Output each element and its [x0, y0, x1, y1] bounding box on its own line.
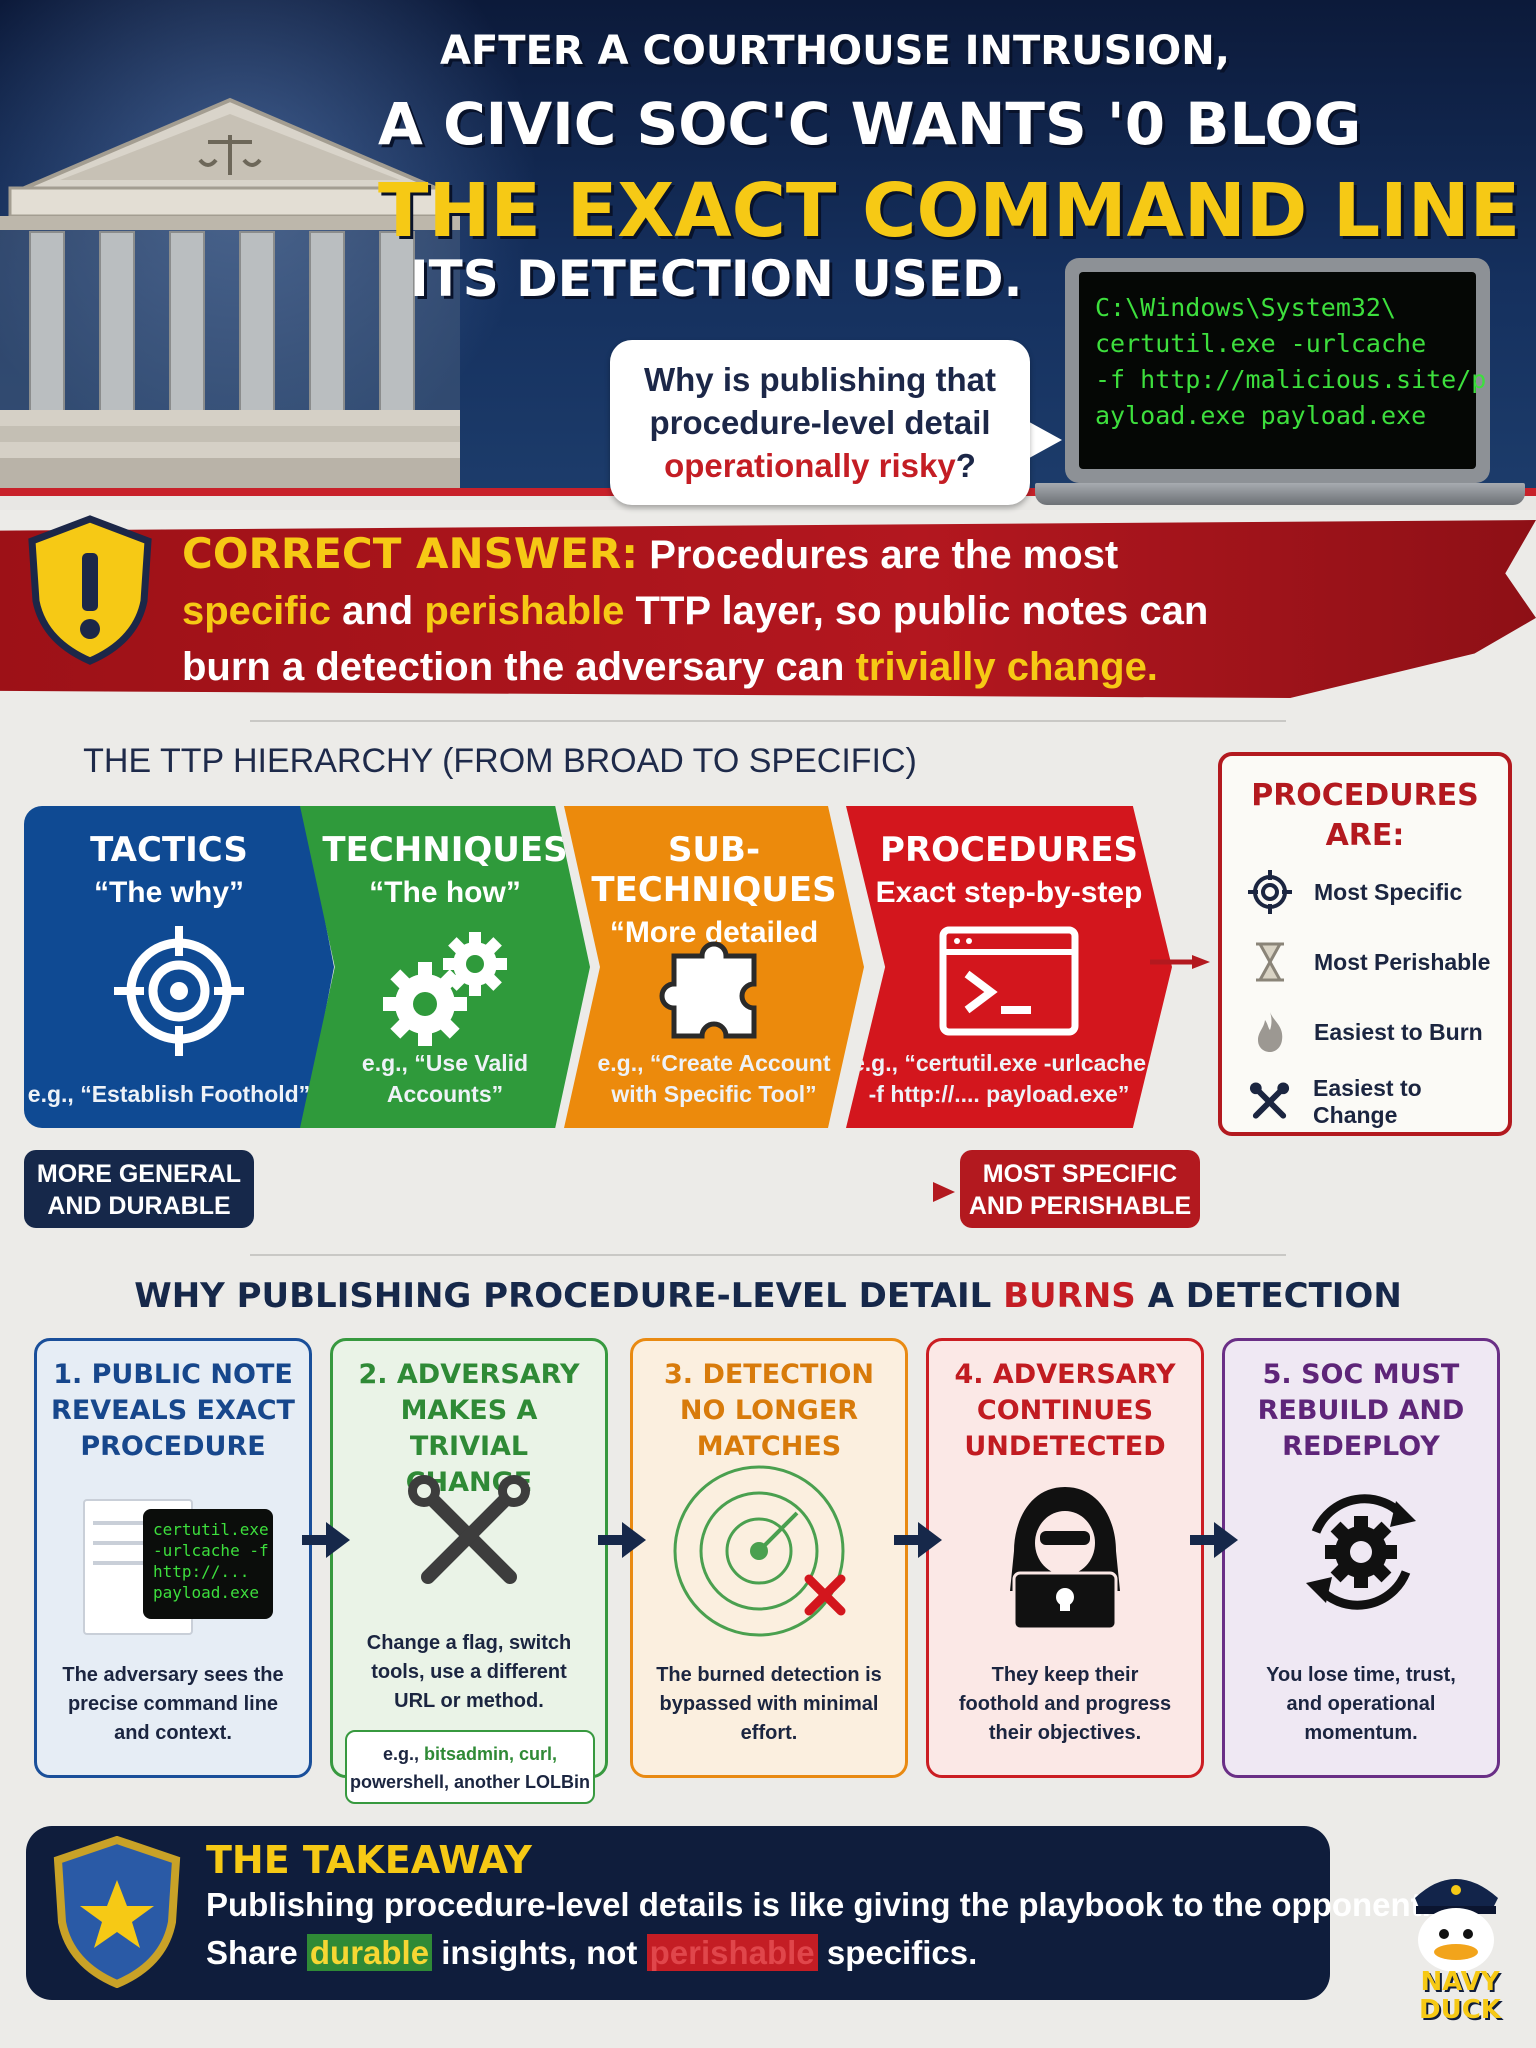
more-general-label: MORE GENERAL AND DURABLE	[24, 1150, 254, 1228]
item-easiest-to-change: Easiest to Change	[1248, 1075, 1508, 1128]
arrow-right-icon	[1150, 955, 1210, 969]
step-2-card: 2. ADVERSARY MAKES A TRIVIAL CHANGE Chan…	[330, 1338, 608, 1778]
warning-shield-icon	[28, 515, 152, 665]
headline-line-1: AFTER A COURTHOUSE INTRUSION,	[440, 28, 1230, 74]
wrench-screwdriver-icon	[408, 1475, 530, 1584]
question-mark: ?	[955, 447, 976, 484]
why-title: WHY PUBLISHING PROCEDURE-LEVEL DETAIL BU…	[134, 1276, 1402, 1316]
gears-icon	[383, 932, 507, 1046]
brand-label: NAVY DUCK	[1419, 1967, 1501, 2025]
question-risk-highlight: operationally risky	[664, 447, 956, 484]
headline-line-3: THE EXACT COMMAND LINE	[378, 168, 1521, 254]
spectrum-arrow-icon	[265, 1182, 955, 1202]
step-5-card: 5. SOC MUST REBUILD AND REDEPLOY You los…	[1222, 1338, 1500, 1778]
step-arrow-icon	[1190, 1522, 1238, 1558]
sub-techniques-card: SUB-TECHNIQUES “More detailed how” e.g.,…	[564, 806, 864, 1128]
takeaway-line-1: Publishing procedure-level details is li…	[206, 1886, 1431, 1923]
alternative-tools-note: e.g., bitsadmin, curl, powershell, anoth…	[345, 1730, 595, 1804]
procedures-card: PROCEDURES Exact step-by-step e.g., “cer…	[846, 806, 1172, 1128]
terminal-window-icon	[939, 926, 1079, 1036]
step-arrow-icon	[598, 1522, 646, 1558]
highlight-durable: durable	[306, 1934, 433, 1971]
hourglass-icon	[1256, 942, 1284, 982]
tools-icon	[1249, 1082, 1290, 1119]
star-shield-icon	[53, 1836, 181, 1988]
takeaway-line-2: Share durable insights, not perishable s…	[206, 1934, 978, 1971]
item-most-perishable: Most Perishable	[1248, 938, 1490, 986]
crosshair-icon	[1248, 870, 1292, 914]
hooded-hacker-icon	[1010, 1487, 1120, 1631]
step-1-card: 1. PUBLIC NOTE REVEALS EXACT PROCEDURE c…	[34, 1338, 312, 1778]
question-bubble: Why is publishing that procedure-level d…	[610, 340, 1030, 505]
navy-duck-mascot-icon	[1415, 1879, 1498, 1972]
correct-answer-text: CORRECT ANSWER: Procedures are the most …	[182, 529, 1209, 689]
headline-line-2: A CIVIC SOC'C WANTS '0 BLOG	[378, 90, 1362, 158]
step-4-card: 4. ADVERSARY CONTINUES UNDETECTED They k…	[926, 1338, 1204, 1778]
puzzle-piece-icon	[659, 941, 757, 1039]
rebuild-cycle-icon	[1306, 1494, 1416, 1610]
courthouse-illustration	[0, 97, 460, 490]
answer-band	[0, 520, 1536, 698]
tactics-card: TACTICS “The why” e.g., “Establish Footh…	[24, 806, 334, 1128]
terminal-text: C:\Windows\System32\ certutil.exe -urlca…	[1079, 272, 1486, 469]
flame-icon	[1258, 1012, 1283, 1052]
highlight-perishable: perishable	[424, 589, 625, 633]
radar-missed-icon	[673, 1465, 846, 1637]
question-text: Why is publishing that procedure-level d…	[644, 361, 996, 441]
step-arrow-icon	[302, 1522, 350, 1558]
hierarchy-title: THE TTP HIERARCHY (FROM BROAD TO SPECIFI…	[83, 742, 917, 780]
most-specific-label: MOST SPECIFIC AND PERISHABLE	[960, 1150, 1200, 1228]
procedures-are-title: PROCEDURES ARE:	[1251, 778, 1479, 853]
command-snippet: certutil.exe -urlcache -f http://... pay…	[143, 1509, 273, 1619]
highlight-trivially-change: trivially change.	[855, 645, 1158, 689]
takeaway-title: THE TAKEAWAY	[206, 1838, 532, 1882]
step-3-card: 3. DETECTION NO LONGER MATCHES The burne…	[630, 1338, 908, 1778]
highlight-specific: specific	[182, 589, 331, 633]
headline-line-4: ITS DETECTION USED.	[410, 250, 1023, 308]
item-most-specific: Most Specific	[1248, 868, 1462, 916]
answer-label: CORRECT ANSWER:	[182, 529, 639, 578]
laptop-terminal: C:\Windows\System32\ certutil.exe -urlca…	[1035, 258, 1525, 505]
takeaway-panel	[26, 1826, 1330, 2000]
techniques-card: TECHNIQUES “The how” e.g., “Use Valid Ac…	[300, 806, 590, 1128]
target-icon	[114, 926, 244, 1056]
step-arrow-icon	[894, 1522, 942, 1558]
procedures-are-box: PROCEDURES ARE: Most Specific Most Peris…	[1218, 752, 1512, 1136]
highlight-perishable: perishable	[646, 1934, 818, 1971]
document-snippet-icon: certutil.exe -urlcache -f http://... pay…	[73, 1491, 273, 1641]
item-easiest-to-burn: Easiest to Burn	[1248, 1008, 1483, 1056]
